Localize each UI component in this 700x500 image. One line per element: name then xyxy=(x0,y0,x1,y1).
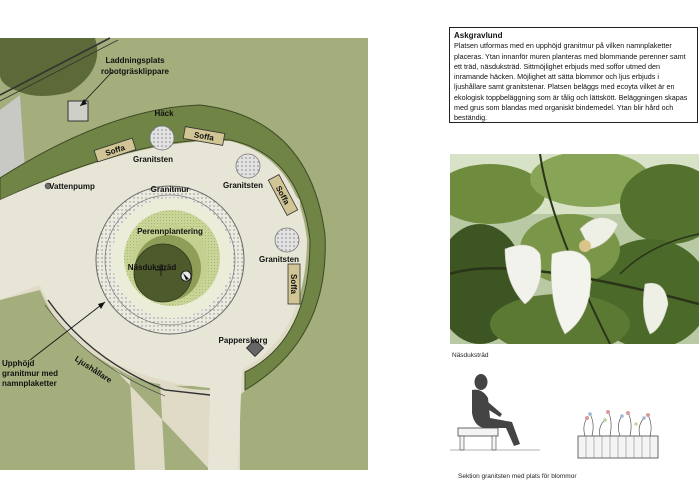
label-hedge: Häck xyxy=(154,109,174,118)
section-drawing xyxy=(450,374,659,459)
granite-stone-3 xyxy=(274,227,300,253)
trash-can xyxy=(245,338,265,358)
granite-stone-2 xyxy=(235,153,261,179)
description-body: Platsen utformas med en upphöjd granitmu… xyxy=(454,41,688,123)
granite-bench xyxy=(457,427,499,437)
sofa-4 xyxy=(287,263,301,305)
section-caption: Sektion granitsten med plats för blommor xyxy=(458,473,577,480)
label-granite-stone-1: Granitsten xyxy=(133,155,173,164)
granite-stone-1 xyxy=(149,125,175,151)
sofa-1 xyxy=(93,137,137,163)
label-granite-stone-3: Granitsten xyxy=(259,255,299,264)
description-box: Askgravlund Platsen utformas med en upph… xyxy=(449,27,698,123)
label-sofa-2: Soffa xyxy=(193,130,215,142)
label-raised-3: namnplaketter xyxy=(2,379,57,388)
charging-station xyxy=(67,100,89,122)
gravel-area xyxy=(0,95,25,180)
label-perennial: Perennplantering xyxy=(137,227,203,236)
flower-planter xyxy=(577,410,659,459)
label-raised-2: granitmur med xyxy=(2,369,58,378)
label-sofa-4: Soffa xyxy=(289,274,298,295)
handkerchief-tree-photo xyxy=(450,154,699,344)
lamp-line xyxy=(47,299,211,396)
label-tree: Näsduksträd xyxy=(128,263,177,272)
sofa-2 xyxy=(182,126,226,146)
description-title: Askgravlund xyxy=(454,31,503,40)
seated-person xyxy=(472,374,520,446)
water-pump xyxy=(44,182,52,190)
label-water-pump: Vattenpump xyxy=(49,182,95,191)
photo-caption: Näsduksträd xyxy=(452,352,489,359)
site-plan: Laddningsplats robotgräsklippare Häck So… xyxy=(0,37,368,470)
label-trash: Papperskorg xyxy=(219,336,268,345)
label-charging: Laddningsplats xyxy=(105,56,165,65)
label-granite-stone-2: Granitsten xyxy=(223,181,263,190)
label-granite-wall: Granitmur xyxy=(151,185,190,194)
existing-tree xyxy=(0,38,98,96)
sofa-3 xyxy=(267,173,299,217)
label-mower: robotgräsklippare xyxy=(101,67,170,76)
label-raised-1: Upphöjd xyxy=(2,359,35,368)
tree-canopy xyxy=(133,243,193,303)
